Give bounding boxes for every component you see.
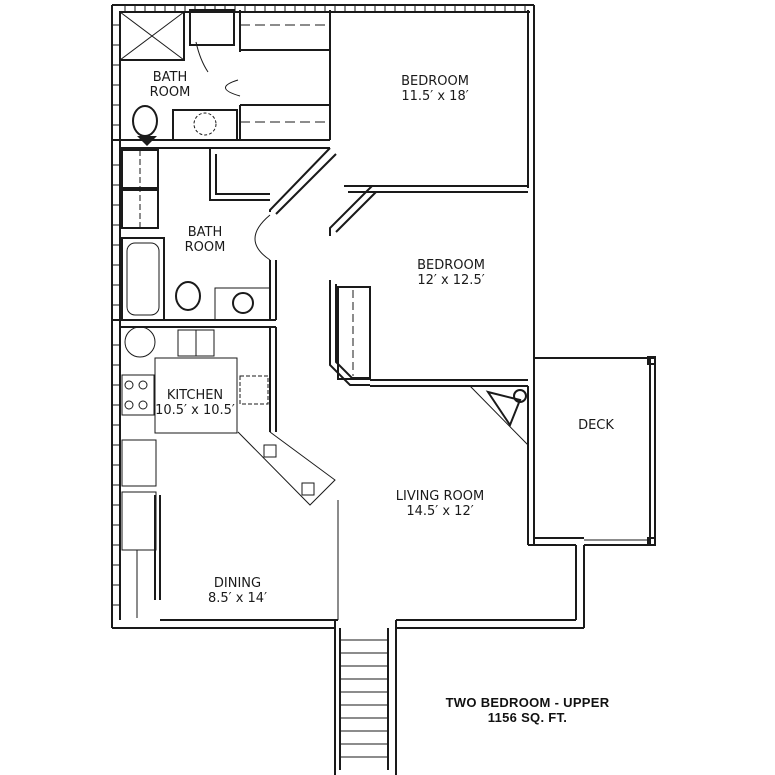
living-room-dims: 14.5′ x 12′ [406, 504, 474, 519]
bath1-label: BATH ROOM [140, 70, 200, 100]
bedroom1-dims: 11.5′ x 18′ [401, 89, 469, 104]
plan-title-block: TWO BEDROOM - UPPER 1156 SQ. FT. [420, 695, 635, 725]
bedroom2-label: BEDROOM 12′ x 12.5′ [396, 258, 506, 288]
bath2-label: BATH ROOM [175, 225, 235, 255]
bath2-name-line1: BATH [187, 225, 223, 240]
bedroom2-name: BEDROOM [417, 258, 485, 273]
exterior-wall-left [111, 5, 121, 628]
bedroom1-name: BEDROOM [401, 74, 469, 89]
bath1-name-line1: BATH [152, 70, 188, 85]
dining-label: DINING 8.5′ x 14′ [190, 576, 285, 606]
dining-dims: 8.5′ x 14′ [207, 591, 268, 606]
bath1-name-line2: ROOM [149, 85, 191, 100]
living-room-name: LIVING ROOM [395, 489, 485, 504]
dining-name: DINING [213, 576, 262, 591]
bath2-name-line2: ROOM [184, 240, 226, 255]
living-room-label: LIVING ROOM 14.5′ x 12′ [380, 489, 500, 519]
plan-area: 1156 SQ. FT. [487, 710, 568, 725]
kitchen-dims: 10.5′ x 10.5′ [155, 403, 235, 418]
deck-outline [534, 356, 656, 546]
deck-label: DECK [566, 418, 626, 433]
bedroom2-dims: 12′ x 12.5′ [417, 273, 485, 288]
bedroom1-label: BEDROOM 11.5′ x 18′ [380, 74, 490, 104]
plan-title: TWO BEDROOM - UPPER [445, 695, 610, 710]
kitchen-label: KITCHEN 10.5′ x 10.5′ [145, 388, 245, 418]
bedroom1-right-wall [527, 5, 535, 545]
deck-name: DECK [578, 418, 614, 433]
kitchen-name: KITCHEN [166, 388, 224, 403]
